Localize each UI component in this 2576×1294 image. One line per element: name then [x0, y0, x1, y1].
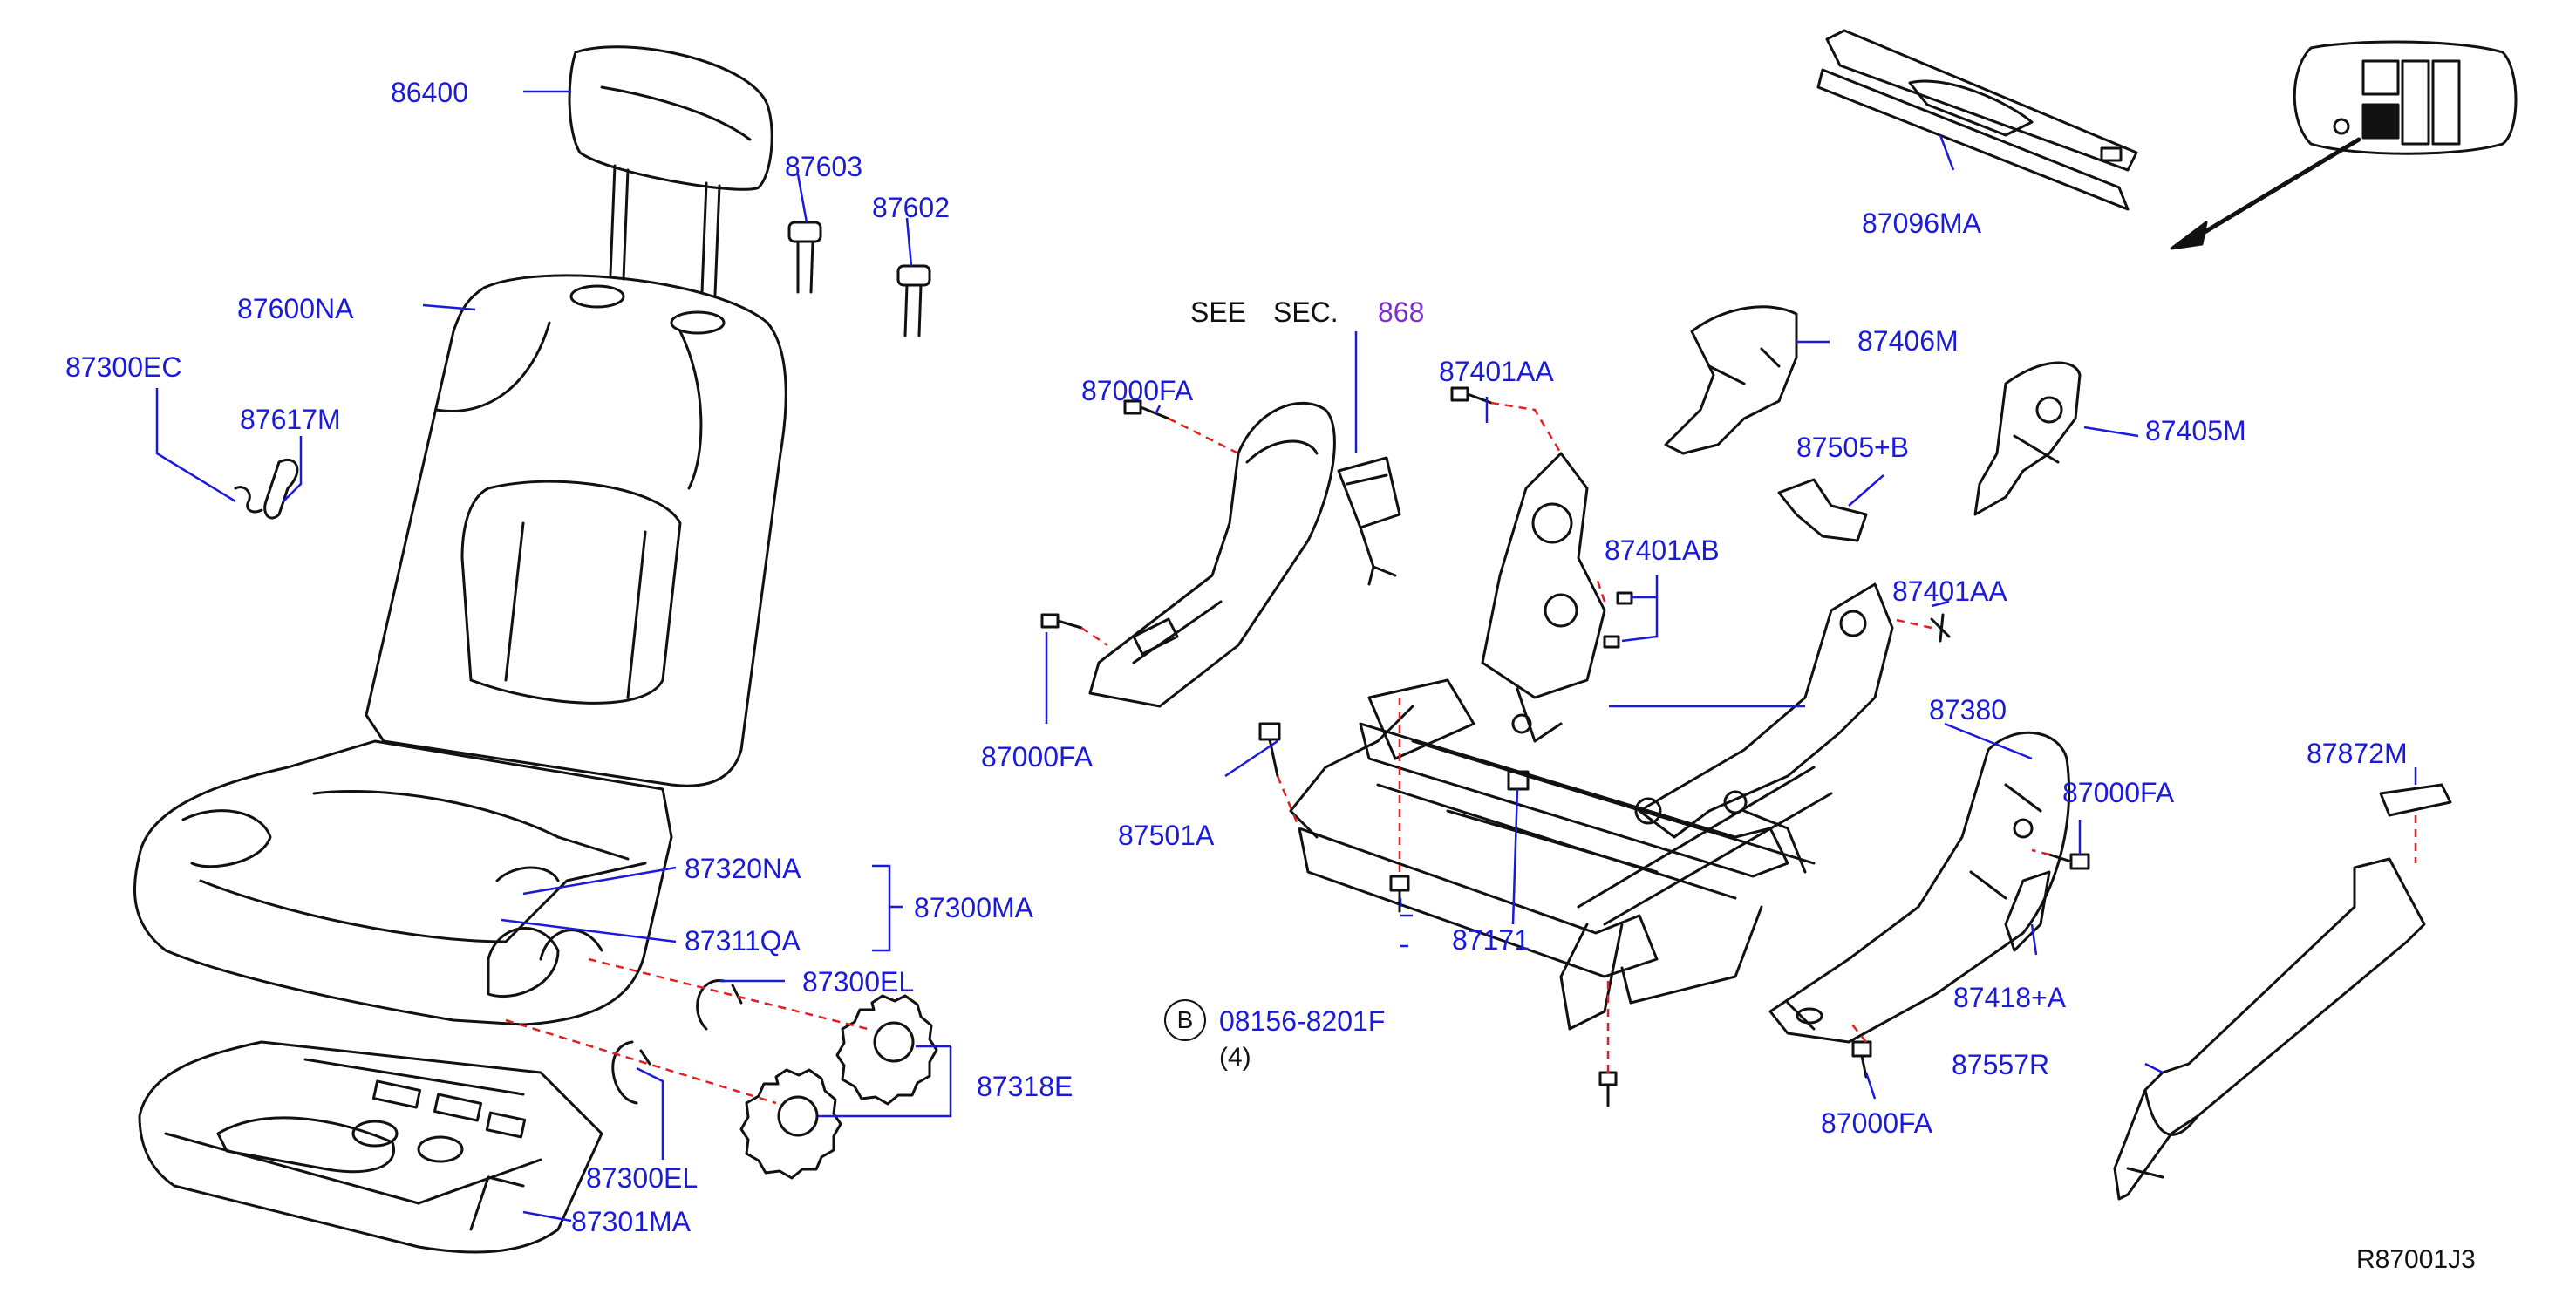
- label-87603: 87603: [785, 151, 862, 182]
- side-trim-87557r: [2113, 857, 2426, 1201]
- dashed-leaders: [505, 401, 2417, 1105]
- pad-87872m: [2379, 783, 2452, 817]
- label-87617m: 87617M: [240, 404, 341, 435]
- label-87418a: 87418+A: [1953, 982, 2067, 1013]
- label-87401aa-a: 87401AA: [1439, 356, 1554, 387]
- recline-knobs: [739, 994, 938, 1180]
- label-87600na: 87600NA: [237, 293, 354, 324]
- label-bolt-code: 08156-8201F: [1219, 1005, 1386, 1037]
- label-87320na: 87320NA: [685, 853, 801, 884]
- seat-belt-buckle: [1337, 456, 1401, 586]
- label-87405m: 87405M: [2145, 415, 2246, 446]
- seat-back: [365, 274, 787, 787]
- leader-lines: [155, 90, 2417, 1222]
- headrest: [568, 45, 773, 296]
- cushion-frame: [138, 1040, 603, 1254]
- seat-frame: [1289, 452, 1894, 1031]
- label-87000fa-c: 87000FA: [2062, 777, 2175, 808]
- label-87401aa-b: 87401AA: [1892, 575, 2007, 607]
- label-87501a: 87501A: [1118, 820, 1215, 851]
- label-bolt-qty: (4): [1219, 1043, 1251, 1072]
- label-87300el-upper: 87300EL: [802, 966, 915, 998]
- label-87505b: 87505+B: [1796, 432, 1910, 463]
- label-87300ma: 87300MA: [914, 892, 1033, 923]
- label-87311qa: 87311QA: [685, 925, 801, 957]
- label-sec-868: 868: [1378, 296, 1425, 328]
- clip-87300ec: [234, 486, 263, 514]
- bolt-callout-circle: B: [1164, 999, 1206, 1041]
- label-87171: 87171: [1452, 924, 1530, 956]
- label-87406m: 87406M: [1857, 325, 1959, 357]
- label-87300el-lower: 87300EL: [586, 1162, 699, 1194]
- diagram-code: R87001J3: [2356, 1245, 2476, 1274]
- label-87380: 87380: [1929, 694, 2007, 725]
- label-87000fa-b: 87000FA: [981, 741, 1094, 773]
- label-87300ec: 87300EC: [65, 351, 182, 383]
- vehicle-locator: [2293, 40, 2518, 155]
- label-87000fa-a: 87000FA: [1081, 375, 1194, 406]
- inner-side-cover: [1088, 401, 1336, 708]
- label-87557r: 87557R: [1952, 1049, 2050, 1080]
- label-87000fa-d: 87000FA: [1821, 1107, 1933, 1139]
- label-87872m: 87872M: [2307, 738, 2408, 769]
- part-87418a: [2004, 870, 2051, 952]
- label-sec: SEC.: [1273, 296, 1339, 328]
- rail-87096ma: [1816, 29, 2138, 211]
- label-86400: 86400: [391, 77, 468, 108]
- bracket-87505b: [1777, 478, 1868, 542]
- label-87301ma: 87301MA: [571, 1206, 691, 1237]
- seat-cushion: [133, 739, 673, 1026]
- label-see: SEE: [1190, 296, 1247, 328]
- headrest-guides: [787, 221, 931, 337]
- cover-87406m: [1664, 305, 1798, 455]
- label-87096ma: 87096MA: [1862, 208, 1981, 239]
- ering-upper: [696, 979, 743, 1031]
- label-87602: 87602: [872, 192, 950, 223]
- clip-87617m: [263, 458, 299, 520]
- label-87401ab: 87401AB: [1605, 535, 1720, 566]
- outer-cover-87380: [1768, 731, 2070, 1044]
- cover-87405m: [1973, 361, 2082, 516]
- label-87318e: 87318E: [977, 1071, 1073, 1102]
- ering-lower: [611, 1040, 651, 1105]
